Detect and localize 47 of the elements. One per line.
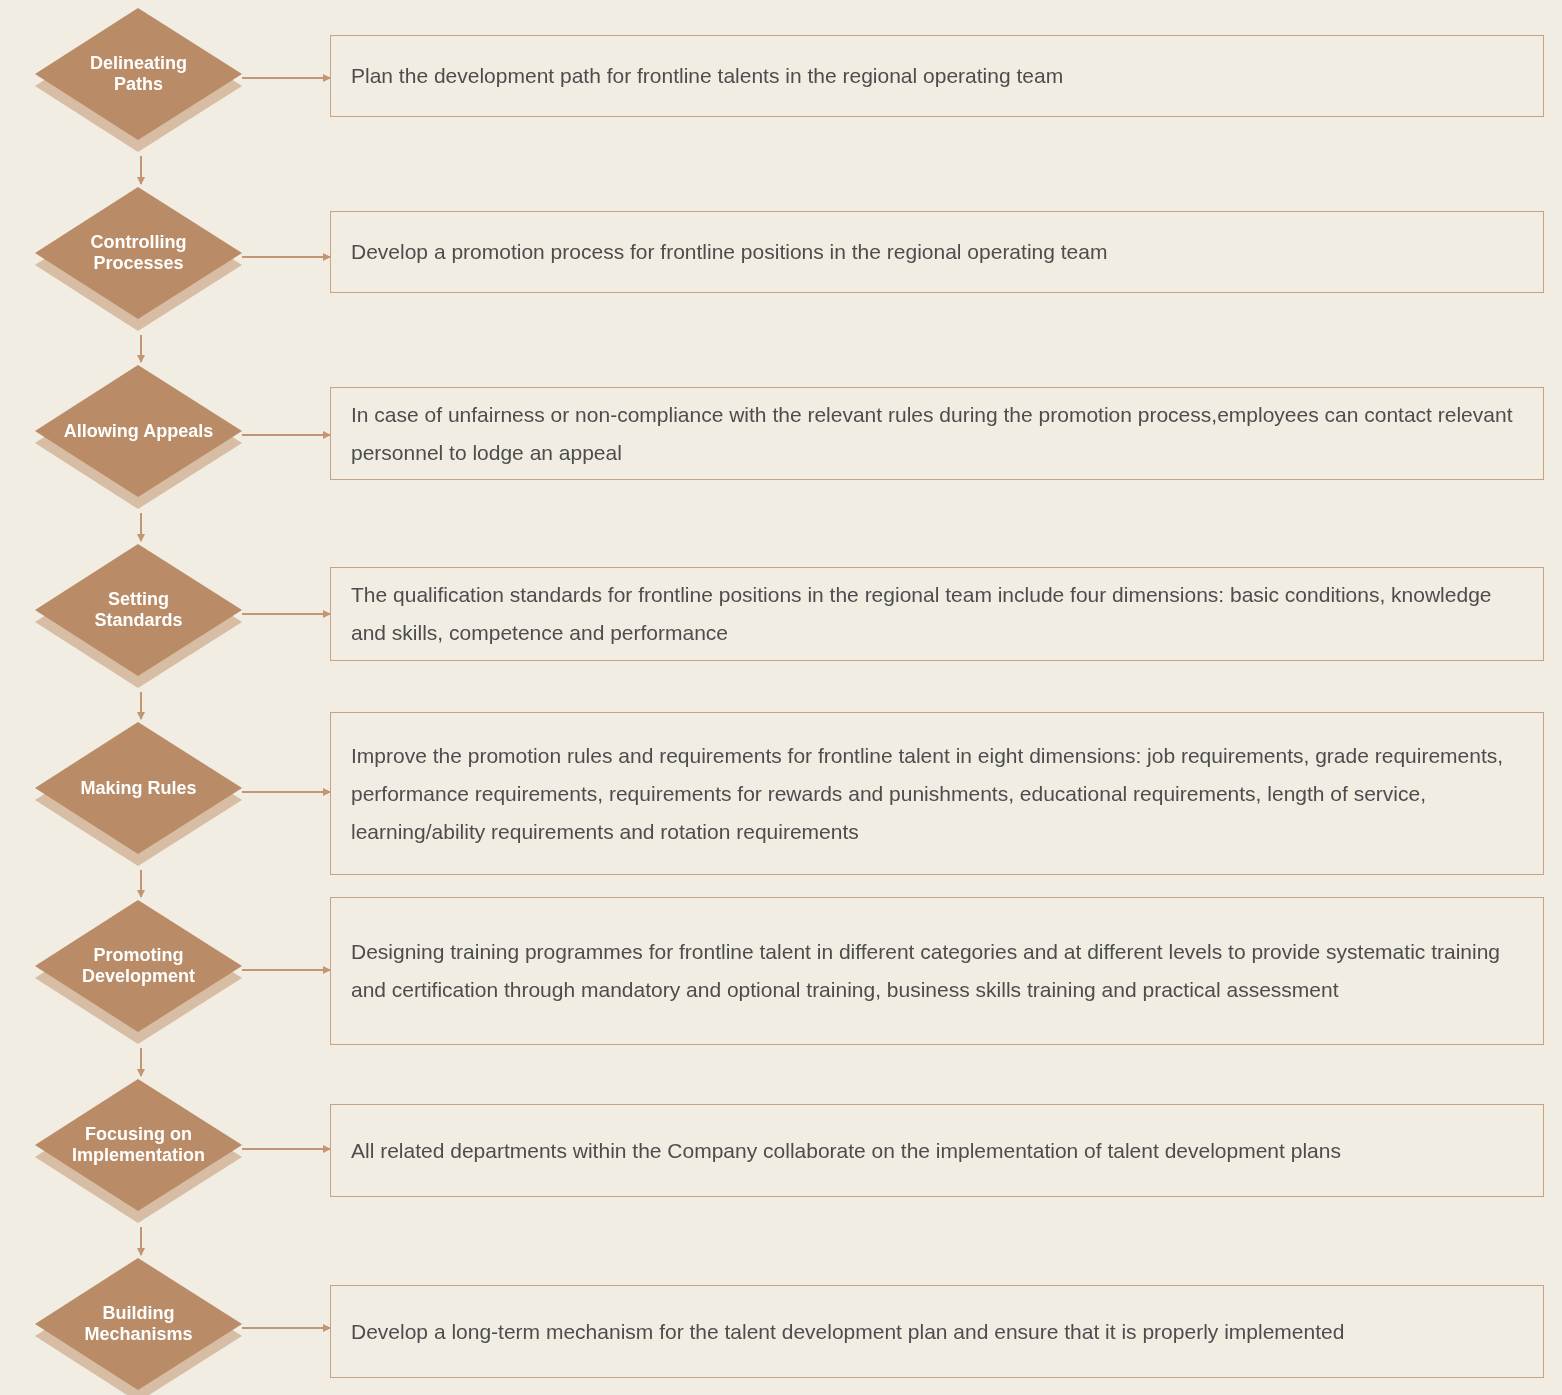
description-box: [330, 211, 1544, 293]
step-title: Focusing on Implementation: [71, 1124, 206, 1166]
description-text: Develop a promotion process for frontline positions in the regional operating team: [351, 239, 1109, 265]
arrow: [241, 966, 331, 974]
arrow: [241, 610, 331, 618]
step-diamond: [35, 365, 242, 509]
arrow: [137, 691, 145, 720]
step-diamond: [35, 187, 242, 331]
description-text: The qualification standards for frontline positions in the regional team include four dimensions: basic conditions, knowledge and skills, competence and performance: [351, 582, 1493, 646]
arrow: [137, 512, 145, 542]
step-diamond: [35, 1079, 242, 1223]
description-box: [330, 567, 1544, 661]
arrow: [241, 788, 331, 796]
step-diamond: [35, 1258, 242, 1395]
arrow: [241, 253, 331, 261]
arrow: [241, 74, 331, 82]
step-diamond: [35, 722, 242, 866]
arrow: [241, 1324, 331, 1332]
description-box: [330, 897, 1544, 1045]
description-box: [330, 1104, 1544, 1197]
description-box: [330, 35, 1544, 117]
step-title: Promoting Development: [81, 945, 196, 987]
step-title: Setting Standards: [93, 589, 184, 631]
arrow: [137, 155, 145, 185]
step-title: Allowing Appeals: [63, 420, 214, 442]
step-diamond: [35, 544, 242, 688]
description-box: [330, 387, 1544, 480]
description-box: [330, 712, 1544, 875]
step-diamond: [35, 8, 242, 152]
description-text: Improve the promotion rules and requirements for frontline talent in eight dimensions: job requirements, grade requirements, performance requirements, requirements for rewards and punishments, educational requirements, length of service, learning/ability requirements and rotation requirements: [351, 742, 1505, 845]
description-text: All related departments within the Company collaborate on the implementation of talent development plans: [351, 1137, 1342, 1164]
step-title: Delineating Paths: [89, 53, 188, 95]
arrow: [137, 1226, 145, 1256]
description-box: [330, 1285, 1544, 1378]
description-text: In case of unfairness or non-compliance with the relevant rules during the promotion process,employees can contact relevant personnel to lodge an appeal: [351, 401, 1514, 466]
arrow: [137, 1047, 145, 1077]
description-text: Plan the development path for frontline talents in the regional operating team: [351, 63, 1065, 89]
arrow: [241, 431, 331, 439]
description-text: Designing training programmes for frontline talent in different categories and at different levels to provide systematic training and certification through mandatory and optional training, business skills training and practical assessment: [351, 939, 1501, 1003]
step-title: Making Rules: [79, 777, 198, 799]
arrow: [137, 334, 145, 363]
arrow: [241, 1145, 331, 1153]
step-title: Building Mechanisms: [83, 1303, 194, 1345]
step-title: Controlling Processes: [89, 232, 188, 274]
arrow: [137, 869, 145, 898]
description-text: Develop a long-term mechanism for the talent development plan and ensure that it is properly implemented: [351, 1318, 1346, 1345]
step-diamond: [35, 900, 242, 1044]
